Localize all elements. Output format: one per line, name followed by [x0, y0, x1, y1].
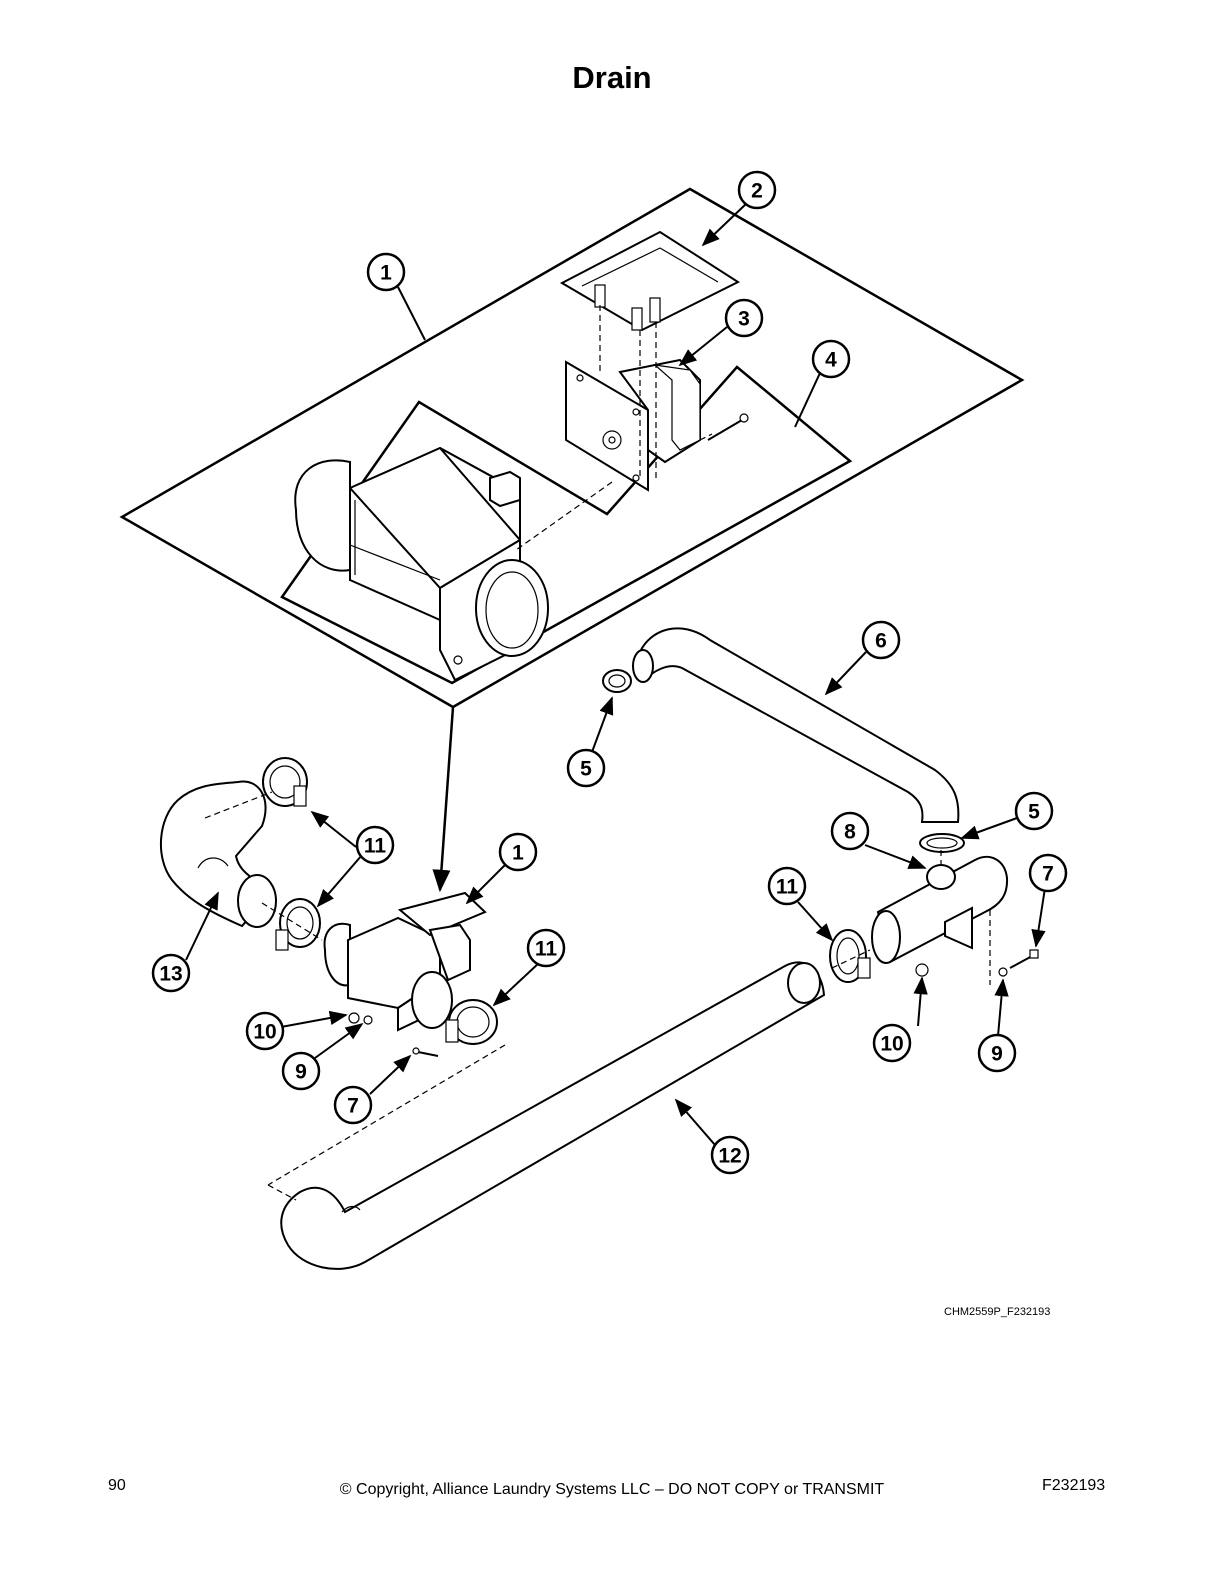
callout-label: 5 — [1028, 801, 1040, 824]
hose-clamp — [829, 929, 871, 983]
callout-label: 12 — [718, 1145, 741, 1168]
callout-5: 5 — [1014, 791, 1054, 831]
hose-clamp — [262, 757, 308, 807]
callout-label: 3 — [738, 308, 750, 331]
drain-hose-long — [280, 961, 826, 1270]
callout-9: 9 — [977, 1033, 1017, 1073]
callout-9: 9 — [281, 1051, 321, 1091]
inset-connector — [432, 706, 455, 893]
callout-7: 7 — [333, 1085, 373, 1125]
callout-7: 7 — [1028, 853, 1068, 893]
hose-clamp — [445, 999, 498, 1045]
elbow-hose — [160, 780, 277, 928]
callout-label: 5 — [580, 758, 592, 781]
callout-1: 1 — [498, 832, 538, 872]
callout-label: 2 — [751, 180, 763, 203]
callout-10: 10 — [872, 1023, 912, 1063]
drawing-code: CHM2559P_F232193 — [944, 1306, 1051, 1318]
callout-label: 13 — [159, 963, 182, 986]
callout-8: 8 — [830, 811, 870, 851]
callout-2: 2 — [737, 170, 777, 210]
hose-clamp — [919, 833, 965, 853]
leader-lines — [185, 202, 1046, 1146]
callout-label: 7 — [1042, 863, 1054, 886]
alignment-lines — [204, 791, 942, 1201]
callout-3: 3 — [724, 298, 764, 338]
callout-label: 7 — [347, 1095, 359, 1118]
hardware-right — [915, 910, 1039, 985]
callout-label: 11 — [364, 835, 387, 858]
callout-label: 10 — [253, 1021, 276, 1044]
inset-frame — [119, 187, 1025, 709]
callout-12: 12 — [710, 1135, 750, 1175]
callout-5: 5 — [566, 748, 606, 788]
page-title: Drain — [572, 60, 652, 95]
page-number: 90 — [108, 1477, 126, 1494]
callout-label: 6 — [875, 630, 887, 653]
callout-label: 1 — [512, 842, 524, 865]
callout-11: 11 — [355, 825, 395, 865]
callout-label: 4 — [825, 349, 837, 372]
callout-label: 11 — [535, 938, 558, 961]
drain-pump-assembly — [323, 891, 487, 1032]
tee-fitting — [871, 855, 1009, 964]
hose-upper — [632, 627, 960, 823]
pump-cover — [559, 230, 741, 332]
callout-label: 8 — [844, 821, 856, 844]
callout-13: 13 — [151, 953, 191, 993]
mounting-screw — [707, 413, 749, 441]
callout-11: 11 — [767, 866, 807, 906]
copyright-notice: © Copyright, Alliance Laundry Systems LL… — [339, 1481, 885, 1498]
callout-label: 9 — [295, 1061, 307, 1084]
callout-label: 1 — [380, 262, 392, 285]
callout-label: 11 — [776, 876, 799, 899]
footer-code: F232193 — [1042, 1477, 1106, 1494]
callout-11: 11 — [526, 928, 566, 968]
hose-clamp — [602, 669, 632, 693]
drain-pump-body — [294, 446, 549, 682]
callout-label: 9 — [991, 1043, 1003, 1066]
callout-label: 10 — [880, 1033, 903, 1056]
callout-10: 10 — [245, 1011, 285, 1051]
callout-4: 4 — [811, 339, 851, 379]
pump-motor — [565, 358, 701, 492]
callout-1: 1 — [366, 252, 406, 292]
alignment-lines — [515, 305, 713, 551]
callout-6: 6 — [861, 620, 901, 660]
